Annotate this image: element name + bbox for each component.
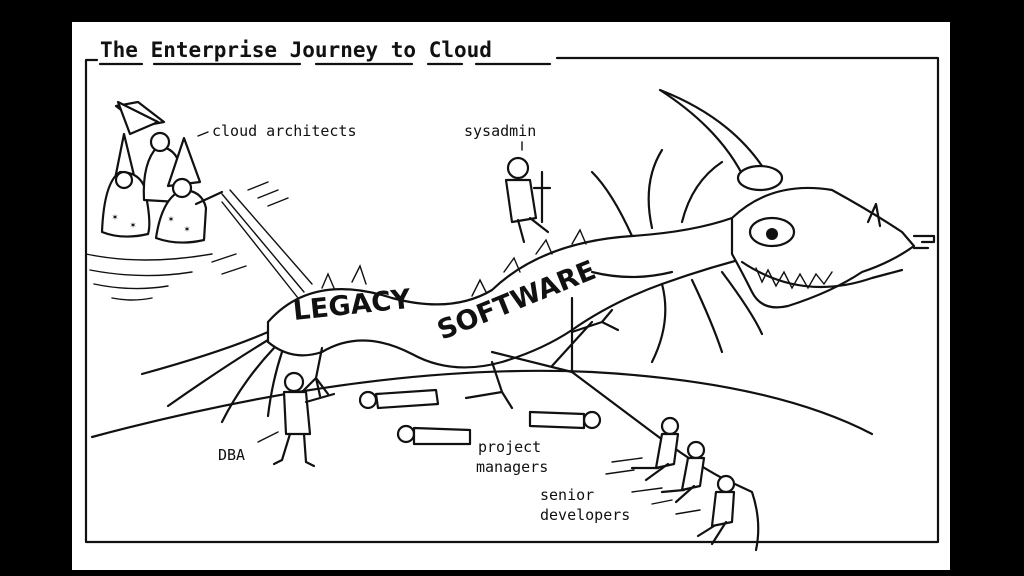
label-project-managers-2: managers <box>476 458 548 476</box>
label-senior-developers-1: senior <box>540 486 594 504</box>
magic-beam <box>221 189 313 299</box>
label-dba: DBA <box>218 446 245 464</box>
pointing-hand-icon <box>912 234 936 250</box>
rope <box>490 350 760 552</box>
sysadmin-figure: sysadmin <box>464 122 552 244</box>
dragon-mane <box>590 148 764 364</box>
label-project-managers-1: project <box>478 438 541 456</box>
cartoon-title: The Enterprise Journey to Cloud <box>100 38 492 62</box>
water-ripples <box>85 253 213 301</box>
dba-legs <box>272 432 316 468</box>
cloud-architects-group: ✶ ✶ ✶ ✶ cloud architects <box>85 100 357 301</box>
label-pointer <box>197 131 209 137</box>
label-pointer <box>257 431 279 443</box>
developer-body <box>680 456 706 492</box>
motion-lines <box>605 457 701 515</box>
sysadmin-head <box>506 156 530 180</box>
wizard-robe <box>154 188 208 244</box>
cartoon-panel: The Enterprise Journey to Cloud <box>72 22 950 570</box>
label-pointer <box>651 499 673 505</box>
dba-head <box>283 371 305 393</box>
svg-text:✶: ✶ <box>130 220 136 231</box>
sysadmin-body <box>504 178 538 224</box>
dragon-teeth <box>755 267 833 290</box>
svg-text:✶: ✶ <box>184 224 190 235</box>
horizon-curve <box>90 369 874 439</box>
developer-body <box>654 432 680 470</box>
wizard-head <box>149 131 171 153</box>
dragon-leg <box>464 360 514 410</box>
wizard-head <box>171 177 193 199</box>
developer-head <box>686 440 706 460</box>
dragon-tail <box>140 330 284 424</box>
dragon-leg <box>570 308 620 334</box>
cartoon-illustration: The Enterprise Journey to Cloud <box>84 38 940 552</box>
dba-body <box>282 390 312 436</box>
developer-head <box>660 416 680 436</box>
label-senior-developers-2: developers <box>540 506 630 524</box>
svg-text:✶: ✶ <box>112 212 118 223</box>
developer-legs <box>630 462 670 482</box>
panel-frame <box>84 56 940 544</box>
rope-to-body <box>550 296 594 374</box>
sysadmin-legs <box>516 216 550 244</box>
wizard-head <box>114 170 134 190</box>
pm-body <box>412 426 472 446</box>
dragon-horn-base <box>736 164 784 192</box>
dragon-head <box>730 186 916 309</box>
label-sysadmin: sysadmin <box>464 122 536 140</box>
developer-head <box>716 474 736 494</box>
pm-body <box>374 388 440 410</box>
senior-developers-group: senior developers <box>490 296 760 552</box>
dba-figure: DBA <box>218 371 336 468</box>
pm-head <box>396 424 416 444</box>
sysadmin-sword-icon <box>532 170 552 224</box>
wizard-arm <box>194 190 224 206</box>
developer-legs <box>696 520 728 546</box>
project-managers-group: project managers <box>358 388 602 476</box>
dragon-spikes <box>321 228 587 297</box>
dba-arm <box>304 392 336 404</box>
svg-text:✶: ✶ <box>168 214 174 225</box>
dragon-leg <box>300 346 330 398</box>
beam-hatching <box>211 181 289 275</box>
pm-head <box>358 390 378 410</box>
developer-body <box>710 490 736 528</box>
dragon-nose-spike <box>866 202 882 228</box>
dragon-pupil <box>766 228 778 240</box>
developer-legs <box>660 484 696 504</box>
pm-head <box>582 410 602 430</box>
wizard-hat-icon <box>116 100 160 136</box>
label-cloud-architects: cloud architects <box>212 122 357 140</box>
dragon-body <box>266 216 764 369</box>
pm-body <box>528 410 586 430</box>
